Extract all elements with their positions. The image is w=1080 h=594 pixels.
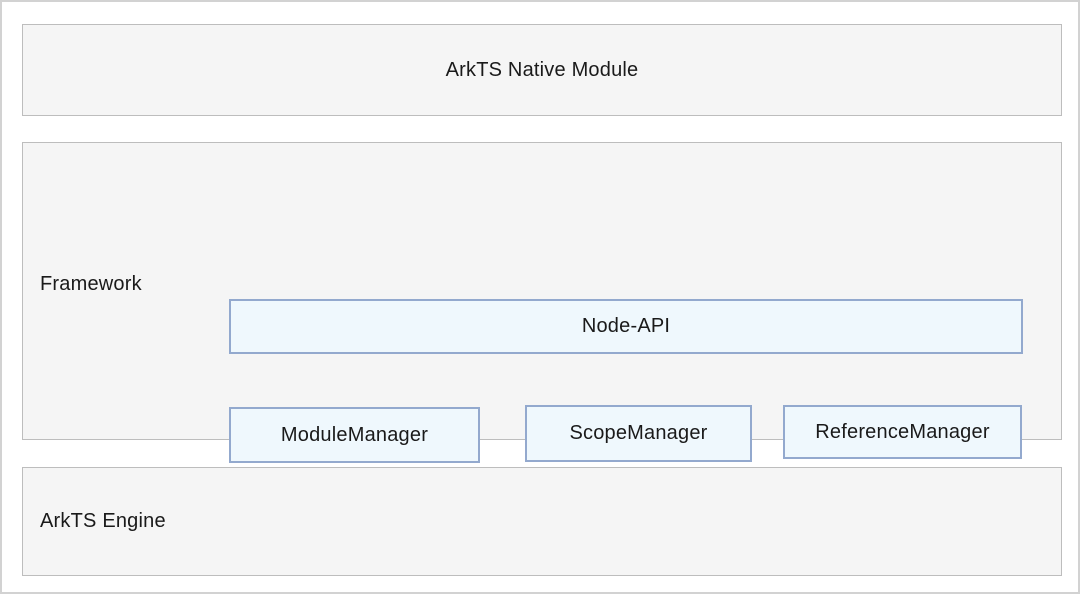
node-node-api: Node-API (229, 299, 1023, 354)
layer-title-arkts-native-module: ArkTS Native Module (445, 58, 639, 81)
layer-arkts-native-module: ArkTS Native Module (22, 24, 1062, 116)
layer-title-arkts-engine: ArkTS Engine (40, 510, 166, 532)
node-module-manager: ModuleManager (229, 407, 480, 463)
node-scope-manager: ScopeManager (525, 405, 752, 462)
node-reference-manager: ReferenceManager (783, 405, 1022, 459)
layer-title-framework: Framework (40, 273, 142, 295)
layer-arkts-engine: ArkTS Engine ArkCompiler ArkTS Runtime (22, 467, 1062, 576)
layer-framework: Framework Node-API ModuleManager ScopeMa… (22, 142, 1062, 560)
